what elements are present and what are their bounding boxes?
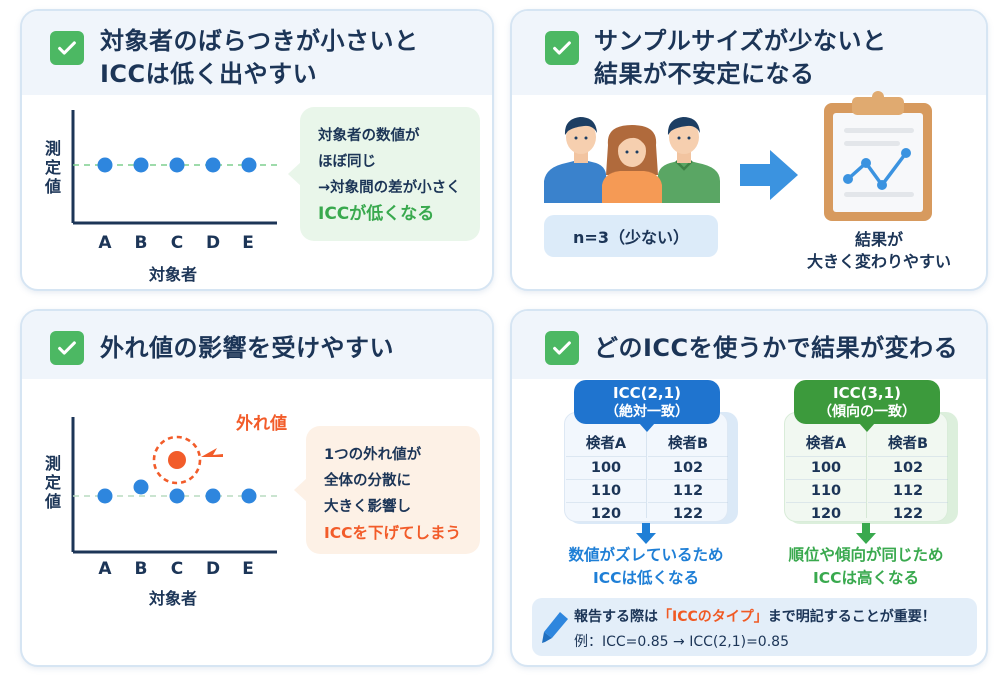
pencil-icon [542, 612, 568, 643]
card-title: どのICCを使うかで結果が変わる [594, 334, 959, 362]
card-header [512, 311, 986, 379]
arrow-down-icon [856, 523, 876, 544]
x-tick-label: C [170, 233, 184, 253]
note-main: 報告する際は「ICCのタイプ」まで明記することが重要！ [574, 609, 936, 625]
x-axis-label: 対象者 [149, 265, 198, 284]
data-point-E [241, 157, 257, 173]
arrow-down-icon [636, 523, 656, 544]
card-title: 対象者のばらつきが小さいと ICCは低く出やすい [100, 27, 419, 88]
column-rater-b: 検者B 102 112 122 [648, 432, 728, 525]
clipboard-chart-icon [824, 91, 932, 221]
outlier-point [168, 451, 186, 469]
icc31-result: 順位や傾向が同じため ICCは高くなる [788, 546, 944, 587]
card-header [22, 11, 492, 95]
icc21-header: ICC(2,1) （絶対一致） [574, 380, 720, 432]
check-icon [545, 331, 579, 365]
icc31-table: ICC(3,1) （傾向の一致） 検者A 100 110 120 検者B 102… [784, 380, 964, 590]
column-divider [866, 428, 867, 518]
check-icon [545, 31, 579, 65]
column-rater-b: 検者B 102 112 122 [868, 432, 948, 525]
result-caption: 結果が 大きく変わりやすい [806, 230, 951, 271]
explanation-bubble: 1つの外れ値が 全体の分散に 大きく影響し ICCを下げてしまう [294, 426, 480, 554]
explanation-bubble: 対象者の数値が ほぼ同じ →対象間の差が小さく ICCが低くなる [288, 107, 480, 241]
card-low-variance: 対象者のばらつきが小さいと ICCは低く出やすい 測定値 A B C D E 対… [20, 9, 494, 291]
data-point-A [97, 157, 113, 173]
chart-outlier [71, 417, 277, 554]
check-icon [50, 331, 84, 365]
x-tick-label: B [134, 559, 148, 579]
x-axis-label: 対象者 [149, 589, 198, 608]
arrow-right-icon [740, 150, 798, 200]
note-example: 例：ICC=0.85 → ICC(2,1)=0.85 [574, 634, 789, 650]
outlier-label: 外れ値 [236, 414, 287, 434]
column-rater-a: 検者A 100 110 120 [786, 432, 866, 525]
x-tick-label: E [242, 233, 254, 253]
data-point-B [133, 157, 149, 173]
icc31-header: ICC(3,1) （傾向の一致） [794, 380, 940, 432]
y-axis-label: 測定値 [44, 139, 61, 196]
card-header [22, 311, 492, 379]
y-axis-label: 測定値 [44, 454, 61, 511]
sample-size-label: n=3（少ない） [544, 215, 718, 257]
x-tick-label: B [134, 233, 148, 253]
x-tick-label: A [98, 233, 112, 253]
reporting-note: 報告する際は「ICCのタイプ」まで明記することが重要！ 例：ICC=0.85 →… [532, 598, 977, 656]
x-tick-label: A [98, 559, 112, 579]
x-tick-label: E [242, 559, 254, 579]
card-header [512, 11, 986, 95]
data-point-D [205, 157, 221, 173]
column-rater-a: 検者A 100 110 120 [566, 432, 646, 525]
data-point-A [97, 488, 113, 504]
x-tick-label: D [205, 559, 221, 579]
chart-low-variance [71, 110, 277, 225]
card-title: 外れ値の影響を受けやすい [100, 334, 394, 362]
data-point-E [241, 488, 257, 504]
outlier-arrow-icon [201, 448, 223, 457]
card-sample-size: サンプルサイズが少ないと 結果が不安定になる n=3（少ない） [510, 9, 988, 291]
people-icon [544, 117, 720, 203]
card-icc-type: どのICCを使うかで結果が変わる ICC(2,1) （絶対一致） 検者A 100… [510, 309, 988, 667]
data-point-D [205, 488, 221, 504]
data-point-B [133, 479, 149, 495]
card-title: サンプルサイズが少ないと 結果が不安定になる [594, 27, 887, 88]
x-tick-label: C [170, 559, 184, 579]
icc21-table: ICC(2,1) （絶対一致） 検者A 100 110 120 検者B 102 … [564, 380, 744, 590]
outlier-ring [152, 435, 202, 485]
data-point-C [169, 488, 185, 504]
card-outlier: 外れ値の影響を受けやすい 測定値 外れ値 A B C D E 対象者 1つの外れ… [20, 309, 494, 667]
icc21-result: 数値がズレているため ICCは低くなる [568, 546, 724, 587]
x-tick-label: D [205, 233, 221, 253]
check-icon [50, 31, 84, 65]
data-point-C [169, 157, 185, 173]
column-divider [646, 428, 647, 518]
